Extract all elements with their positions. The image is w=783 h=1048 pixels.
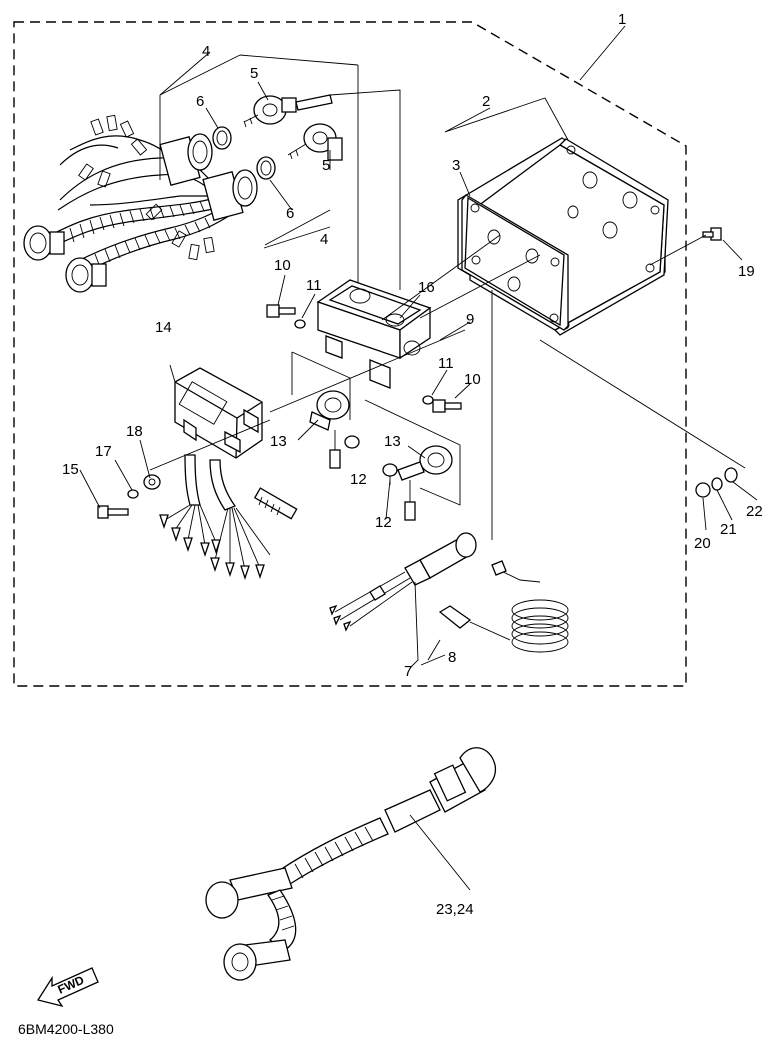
washer-22 — [724, 467, 738, 483]
callout-11-lower: 11 — [438, 355, 454, 372]
ignition-key-upper — [243, 94, 333, 128]
callout-4-lower: 4 — [320, 231, 328, 248]
nut-12-left — [344, 435, 360, 449]
callout-6-upper: 6 — [196, 93, 204, 110]
callout-5-lower: 5 — [322, 157, 330, 174]
seal-ring-upper — [212, 126, 232, 150]
washer-17 — [127, 489, 139, 499]
wire-harness-upper — [23, 114, 233, 293]
seal-ring-lower — [256, 156, 276, 180]
callout-22: 22 — [746, 503, 763, 520]
lanyard-8 — [438, 560, 569, 653]
callout-14: 14 — [155, 319, 172, 336]
nut-20 — [695, 482, 711, 498]
callout-18: 18 — [126, 423, 143, 440]
washer-18 — [143, 474, 161, 490]
switch-13-left — [309, 390, 350, 469]
figure-code: 6BM4200-L380 — [18, 1021, 114, 1037]
callout-leaders — [79, 25, 758, 666]
callout-15: 15 — [62, 461, 79, 478]
callout-13-right: 13 — [384, 433, 401, 450]
callout-8: 8 — [448, 649, 456, 666]
nut-12-right — [382, 463, 398, 477]
callout-9: 9 — [466, 311, 474, 328]
callout-21: 21 — [720, 521, 737, 538]
callout-10-lower: 10 — [464, 371, 481, 388]
ignition-key-lower — [287, 123, 343, 161]
bolt-10-upper — [266, 304, 296, 318]
callout-11-upper: 11 — [306, 277, 322, 294]
callout-2: 2 — [482, 93, 490, 110]
callout-12-right: 12 — [375, 514, 392, 531]
switch-bracket — [316, 279, 432, 389]
callout-5-upper: 5 — [250, 65, 258, 82]
callout-1: 1 — [618, 11, 626, 28]
callout-4-upper: 4 — [202, 43, 210, 60]
screw-19 — [702, 227, 722, 241]
callout-16: 16 — [418, 279, 435, 296]
control-unit-14 — [174, 367, 263, 459]
washer-21 — [711, 477, 723, 491]
bolt-10-lower — [432, 399, 462, 413]
key-switch-lower — [202, 169, 258, 221]
callout-6-lower: 6 — [286, 205, 294, 222]
assembly-boundary — [13, 21, 687, 687]
washer-11-lower — [422, 395, 434, 405]
callout-labels: 1 2 3 4 4 5 5 6 6 7 8 9 10 10 11 11 12 1… — [62, 11, 763, 918]
switch-13-right — [397, 445, 453, 521]
callout-13-left: 13 — [270, 433, 287, 450]
unit-14-leads — [159, 454, 298, 581]
callout-12-left: 12 — [350, 471, 367, 488]
key-switch-upper — [159, 133, 213, 186]
stop-switch-7 — [329, 532, 477, 632]
washer-11-upper — [294, 319, 306, 329]
callout-10-upper: 10 — [274, 257, 291, 274]
callout-19: 19 — [738, 263, 755, 280]
callout-23-24: 23,24 — [436, 901, 474, 918]
screw-15 — [97, 505, 129, 519]
callout-7: 7 — [404, 663, 412, 680]
forward-direction-arrow: FWD — [36, 967, 99, 1008]
callout-17: 17 — [95, 443, 112, 460]
callout-20: 20 — [694, 535, 711, 552]
extension-harness-23-24 — [205, 747, 497, 981]
callout-3: 3 — [452, 157, 460, 174]
